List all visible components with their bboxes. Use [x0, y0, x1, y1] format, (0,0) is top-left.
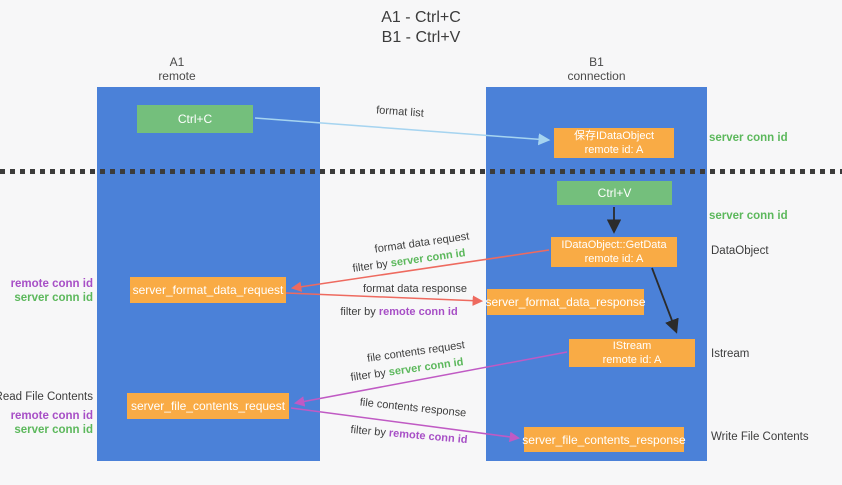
label-server-conn-id-mid: server conn id: [709, 210, 788, 222]
label-dataobject: DataObject: [711, 245, 769, 257]
label-filter-format-request: filter by server conn id: [352, 247, 466, 275]
lane-b1-name: B1: [589, 55, 604, 69]
node-server-file-contents-request: server_file_contents_request: [127, 393, 289, 419]
node-server-format-data-request: server_format_data_request: [130, 277, 286, 303]
node-ctrl-c: Ctrl+C: [137, 105, 253, 133]
lane-a1-role: remote: [158, 69, 196, 83]
title-line-1: A1 - Ctrl+C: [381, 9, 461, 26]
node-istream-line2: remote id: A: [602, 354, 662, 366]
lane-a1-name: A1: [169, 55, 185, 69]
label-file-contents-response: file contents response: [359, 396, 467, 420]
label-left-remote-conn-id-1: remote conn id: [10, 278, 93, 290]
lane-b1-role: connection: [567, 69, 626, 83]
node-save-dataobject-line2: remote id: A: [584, 144, 644, 156]
filter-prefix: filter by: [349, 367, 387, 384]
node-getdata-line1: IDataObject::GetData: [561, 239, 667, 251]
label-left-server-conn-id-2: server conn id: [14, 424, 93, 436]
node-idataobject-getdata: IDataObject::GetData remote id: A: [551, 237, 677, 267]
lane-header-b1: B1 connection: [486, 55, 707, 83]
node-save-dataobject-line1: 保存IDataObject: [573, 130, 655, 142]
label-write-file-contents: Write File Contents: [711, 431, 809, 443]
node-save-dataobject: 保存IDataObject remote id: A: [554, 128, 674, 158]
diagram-title: A1 - Ctrl+C B1 - Ctrl+V: [0, 8, 842, 48]
label-server-conn-id-top: server conn id: [709, 132, 788, 144]
lane-header-a1: A1 remote: [66, 55, 288, 83]
node-server-file-contents-response: server_file_contents_response: [522, 427, 686, 452]
label-filter-file-response: filter by remote conn id: [350, 424, 468, 446]
node-server-format-data-response: server_format_data_response: [485, 289, 646, 315]
label-left-remote-conn-id-2: remote conn id: [10, 410, 93, 422]
label-filter-format-response: filter by remote conn id: [340, 306, 457, 318]
title-line-2: B1 - Ctrl+V: [381, 29, 461, 46]
node-ctrl-v: Ctrl+V: [557, 181, 672, 205]
node-getdata-line2: remote id: A: [584, 253, 644, 265]
node-istream: IStream remote id: A: [569, 339, 695, 367]
filter-prefix: filter by: [340, 306, 376, 318]
label-istream: Istream: [711, 348, 750, 360]
dotted-separator: [0, 169, 842, 174]
filter-prefix: filter by: [350, 423, 387, 439]
label-format-data-response: format data response: [363, 283, 467, 295]
label-format-list: format list: [375, 104, 425, 120]
filter-key-remote-conn-id: remote conn id: [378, 306, 458, 318]
label-left-server-conn-id-1: server conn id: [14, 292, 93, 304]
label-read-file-contents: Read File Contents: [0, 391, 93, 403]
filter-prefix: filter by: [351, 258, 389, 275]
node-istream-line1: IStream: [612, 340, 652, 352]
filter-key-remote-conn-id: remote conn id: [388, 427, 468, 447]
